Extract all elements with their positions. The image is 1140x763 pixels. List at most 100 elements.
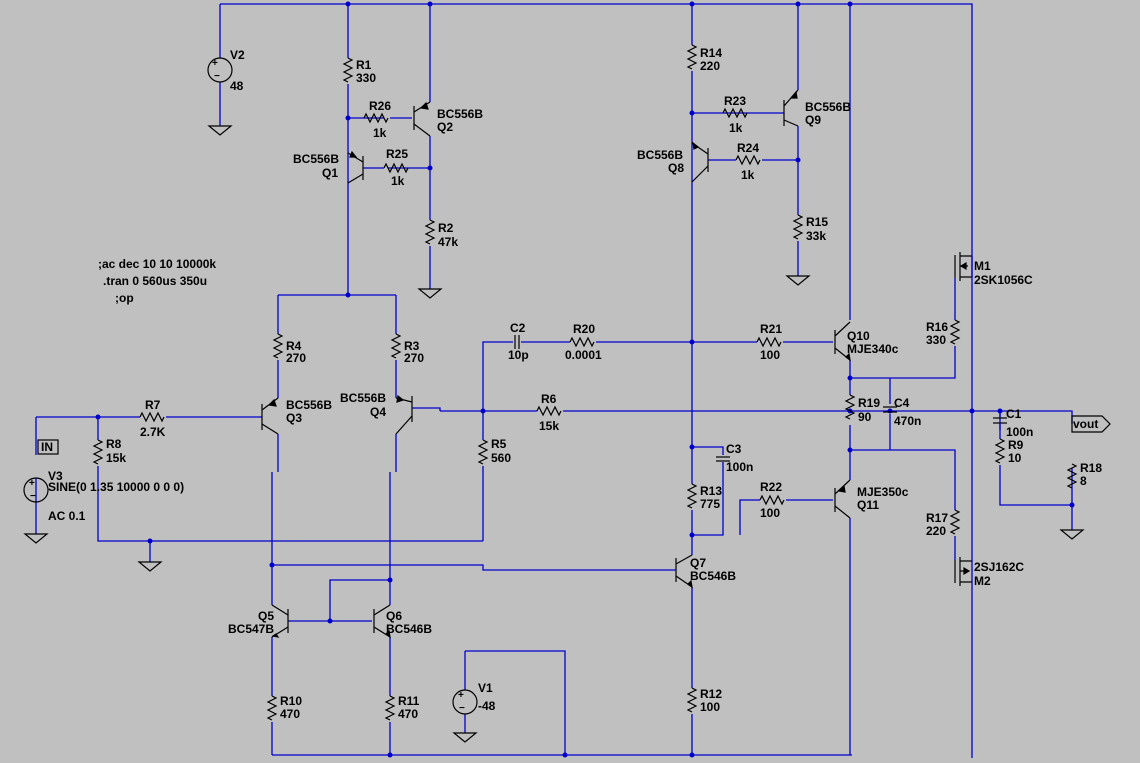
svg-text:0.0001: 0.0001: [565, 348, 602, 362]
transistor-q7[interactable]: [674, 554, 693, 589]
svg-text:Q4: Q4: [370, 405, 386, 419]
svg-text:BC556B: BC556B: [805, 100, 851, 114]
svg-text:47k: 47k: [438, 235, 458, 249]
svg-text:220: 220: [700, 59, 720, 73]
svg-text:1k: 1k: [741, 168, 755, 182]
svg-text:330: 330: [356, 71, 376, 85]
capacitor-c3[interactable]: [716, 456, 730, 462]
svg-text:R12: R12: [700, 687, 722, 701]
capacitor-c1[interactable]: [993, 411, 1007, 439]
resistor-r19[interactable]: [844, 394, 856, 420]
svg-text:Q8: Q8: [668, 161, 684, 175]
resistor-r1[interactable]: [342, 57, 354, 83]
net-flag-in[interactable]: IN: [37, 439, 59, 455]
resistor-r18[interactable]: [1066, 463, 1078, 489]
resistor-r16[interactable]: [949, 319, 961, 345]
resistor-r5[interactable]: [477, 439, 489, 465]
resistor-r10[interactable]: [266, 695, 278, 721]
svg-text:560: 560: [491, 451, 511, 465]
transistor-q2[interactable]: [413, 101, 431, 137]
resistor-r7[interactable]: [139, 411, 165, 423]
resistor-r12[interactable]: [686, 687, 698, 713]
resistor-r26[interactable]: [363, 112, 389, 124]
junctions: [95, 1, 1075, 758]
svg-text:-48: -48: [478, 699, 496, 713]
transistor-q9[interactable]: [783, 89, 799, 127]
svg-text:BC556B: BC556B: [286, 398, 332, 412]
resistor-r21[interactable]: [756, 336, 782, 348]
resistor-r22[interactable]: [759, 494, 785, 506]
svg-text:100n: 100n: [726, 460, 753, 474]
resistor-r24[interactable]: [735, 154, 761, 166]
svg-text:Q11: Q11: [857, 498, 879, 512]
svg-text:−: −: [214, 71, 220, 82]
svg-text:R20: R20: [573, 322, 595, 336]
resistor-r25[interactable]: [383, 162, 409, 174]
svg-text:−: −: [30, 491, 36, 502]
resistor-r2[interactable]: [424, 219, 436, 245]
spice-directives[interactable]: ;ac dec 10 10 10000k .tran 0 560us 350u …: [98, 257, 216, 305]
svg-text:90: 90: [858, 410, 872, 424]
svg-text:Q7: Q7: [690, 556, 706, 570]
svg-text:vout: vout: [1073, 417, 1098, 431]
svg-text:M1: M1: [974, 259, 991, 273]
voltage-source-v1[interactable]: + −: [452, 689, 478, 715]
svg-text:R5: R5: [491, 437, 507, 451]
svg-text:MJE340c: MJE340c: [847, 342, 899, 356]
svg-text:BC547B: BC547B: [228, 622, 274, 636]
resistor-r15[interactable]: [792, 214, 804, 240]
transistor-q5[interactable]: [271, 604, 289, 638]
svg-text:R3: R3: [404, 339, 420, 353]
component-labels: V2 48 V1 -48 V3 SINE(0 1.35 10000 0 0 0)…: [48, 46, 1102, 721]
transistor-q6[interactable]: [373, 604, 391, 639]
svg-text:R6: R6: [541, 392, 557, 406]
resistor-r14[interactable]: [686, 44, 698, 70]
svg-text:R1: R1: [356, 58, 372, 72]
svg-text:BC546B: BC546B: [386, 622, 432, 636]
transistor-q4[interactable]: [395, 394, 413, 435]
svg-text:2SJ162C: 2SJ162C: [974, 560, 1024, 574]
svg-text:Q5: Q5: [258, 609, 274, 623]
svg-text:;op: ;op: [115, 291, 134, 305]
resistor-r8[interactable]: [92, 439, 104, 465]
svg-text:+: +: [458, 690, 464, 701]
voltage-source-v2[interactable]: + −: [207, 57, 233, 83]
resistor-r20[interactable]: [569, 336, 595, 348]
capacitor-c4[interactable]: [883, 406, 897, 413]
svg-text:BC556B: BC556B: [637, 148, 683, 162]
svg-text:V1: V1: [478, 681, 493, 695]
resistor-r9[interactable]: [994, 438, 1006, 464]
svg-text:8: 8: [1080, 474, 1087, 488]
svg-text:V3: V3: [48, 469, 63, 483]
voltage-source-v3[interactable]: + −: [23, 477, 49, 503]
svg-text:C4: C4: [894, 396, 910, 410]
resistor-r6[interactable]: [536, 405, 562, 417]
transistor-q1[interactable]: [347, 150, 364, 184]
resistor-r17[interactable]: [949, 509, 961, 535]
svg-text:470n: 470n: [894, 414, 921, 428]
wires: [35, 3, 1073, 758]
capacitor-c2[interactable]: [514, 335, 520, 349]
svg-text:330: 330: [926, 333, 946, 347]
net-flag-vout[interactable]: vout: [1071, 415, 1111, 433]
svg-text:SINE(0 1.35 10000 0 0 0): SINE(0 1.35 10000 0 0 0): [48, 480, 184, 494]
svg-text:R21: R21: [760, 322, 782, 336]
resistor-r3[interactable]: [390, 333, 402, 359]
mosfet-m1[interactable]: [954, 252, 973, 281]
mosfet-m2[interactable]: [954, 557, 972, 586]
svg-text:Q3: Q3: [286, 411, 302, 425]
transistor-q11[interactable]: [834, 479, 851, 519]
resistor-r4[interactable]: [272, 333, 284, 359]
svg-text:R14: R14: [700, 46, 722, 60]
svg-text:;ac dec 10 10 10000k: ;ac dec 10 10 10000k: [98, 257, 216, 271]
transistor-q10[interactable]: [834, 321, 851, 362]
svg-text:BC546B: BC546B: [690, 569, 736, 583]
resistor-r13[interactable]: [686, 483, 698, 509]
transistor-q3[interactable]: [261, 397, 279, 435]
svg-text:Q10: Q10: [847, 329, 870, 343]
resistor-r23[interactable]: [722, 107, 748, 119]
resistor-r11[interactable]: [384, 695, 396, 721]
transistor-q8[interactable]: [691, 141, 709, 183]
svg-text:+: +: [212, 58, 218, 69]
